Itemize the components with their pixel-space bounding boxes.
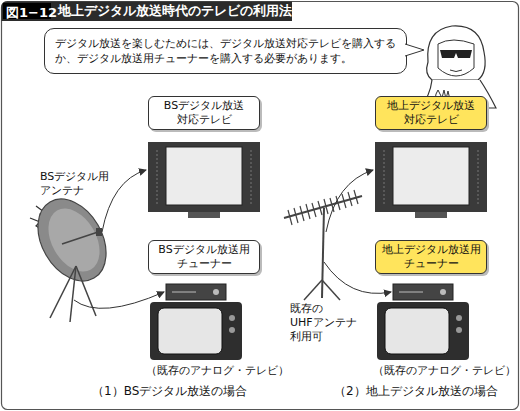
analog-tv-screen — [385, 308, 449, 354]
feed-horn — [96, 228, 102, 236]
bubble-tail-outline — [405, 44, 424, 56]
antenna-cable — [74, 292, 164, 308]
bubble-text: デジタル放送を楽しむためには、デジタル放送対応テレビを購入するか、デジタル放送用… — [55, 36, 396, 66]
figure-number: 図1−12 — [6, 3, 57, 23]
bubble-tail — [405, 44, 424, 56]
dish — [24, 187, 120, 293]
glasses — [440, 50, 472, 58]
tv-knob — [456, 315, 462, 321]
antenna-note: 既存の UHFアンテナ 利用可 — [290, 302, 362, 344]
tuner-knob — [213, 289, 219, 295]
stand — [76, 266, 96, 316]
tv-stand — [415, 212, 447, 218]
box-label: 地上デジタル放送用 チューナー — [379, 243, 483, 271]
tuner-device — [166, 284, 226, 300]
hair — [427, 26, 485, 80]
product-box: 地上デジタル放送用 チューナー — [375, 240, 487, 274]
tuner-knob — [440, 289, 446, 295]
stand — [322, 280, 340, 300]
feed-arm — [62, 232, 98, 244]
product-box: BSデジタル放送 対応テレビ — [148, 96, 260, 130]
tv-frame — [148, 142, 260, 212]
tuner-panel — [172, 292, 196, 293]
tv-knob — [229, 315, 235, 321]
device-note: （既存のアナログ・テレビ） — [146, 364, 289, 378]
tv-screen — [166, 147, 242, 205]
dish-inner — [38, 200, 110, 281]
antenna-cable — [326, 170, 373, 232]
case-caption: （2）地上デジタル放送の場合 — [334, 384, 498, 398]
device-note: （既存のアナログ・テレビ） — [373, 364, 516, 378]
analog-tv-screen — [158, 308, 222, 354]
figure-title: 地上デジタル放送時代のテレビの利用法 — [58, 1, 292, 21]
stand — [50, 266, 76, 318]
speaker — [251, 150, 252, 204]
case-caption: （1）BSデジタル放送の場合 — [92, 384, 247, 398]
speech-bubble: デジタル放送を楽しむためには、デジタル放送対応テレビを購入するか、デジタル放送用… — [44, 28, 407, 74]
mouth — [450, 70, 462, 72]
stand — [70, 266, 76, 322]
tuner-panel — [399, 292, 423, 293]
tuner-device — [393, 284, 453, 300]
stand — [304, 280, 322, 300]
mast — [322, 208, 324, 298]
speaker — [384, 150, 385, 204]
box-label: BSデジタル放送 対応テレビ — [152, 99, 256, 127]
tuner-and-analog-tv-bs — [150, 284, 242, 360]
tv-knob — [229, 327, 235, 333]
bs-dish-antenna — [24, 187, 120, 322]
antenna-label: BSデジタル用 アンテナ — [40, 170, 120, 198]
speaker — [478, 150, 479, 204]
flat-tv-terrestrial — [375, 142, 487, 218]
speaker — [157, 150, 158, 204]
tv-knob — [456, 327, 462, 333]
face — [438, 40, 474, 76]
analog-tv — [377, 302, 469, 360]
tuner-and-analog-tv-terrestrial — [377, 284, 469, 360]
tv-stand — [188, 212, 220, 218]
box-label: BSデジタル放送用 チューナー — [152, 243, 256, 271]
flat-tv-bs — [148, 142, 260, 218]
tv-frame — [375, 142, 487, 212]
box-label: 地上デジタル放送 対応テレビ — [379, 99, 483, 127]
product-box: BSデジタル放送用 チューナー — [148, 240, 260, 274]
analog-tv — [150, 302, 242, 360]
uhf-antenna — [284, 190, 362, 300]
product-box: 地上デジタル放送 対応テレビ — [375, 96, 487, 130]
tv-screen — [393, 147, 469, 205]
